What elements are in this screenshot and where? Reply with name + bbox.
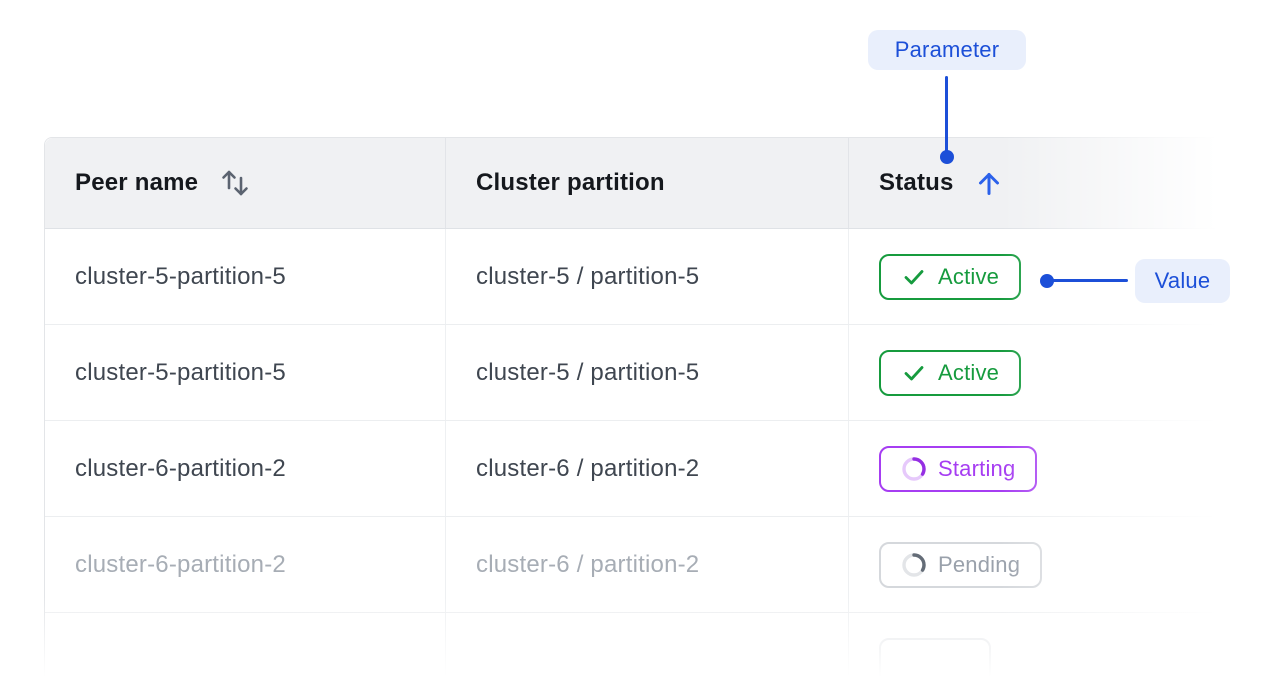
parameter-callout: Parameter [868, 30, 1026, 70]
cluster-partition-cell: cluster-5 / partition-5 [446, 325, 849, 420]
spinner-icon [901, 552, 927, 578]
check-icon [901, 264, 927, 290]
peer-name-cell: cluster-5-partition-5 [45, 325, 446, 420]
status-badge: Active [879, 349, 1022, 396]
parameter-callout-label: Parameter [894, 37, 1000, 62]
status-badge: Active [879, 253, 1022, 300]
value-connector-line [1050, 279, 1128, 282]
status-cell [849, 613, 1228, 688]
column-header-cluster-partition: Cluster partition [446, 138, 849, 228]
column-header-label: Peer name [75, 169, 199, 196]
table-row: cluster-6-partition-2 cluster-6 / partit… [45, 517, 1228, 613]
status-cell: Active [849, 229, 1228, 324]
status-cell: Active [849, 325, 1228, 420]
peer-name-cell: cluster-6-partition-2 [45, 421, 446, 516]
table-row [45, 613, 1228, 688]
parameter-connector-dot [940, 150, 954, 164]
table-row: cluster-5-partition-5 cluster-5 / partit… [45, 325, 1228, 421]
cluster-partition-cell: cluster-6 / partition-2 [446, 517, 849, 612]
value-callout-label: Value [1154, 268, 1211, 293]
sort-both-icon[interactable] [220, 166, 250, 200]
cluster-partition-cell [446, 613, 849, 688]
status-badge: Starting [879, 445, 1038, 492]
value-callout: Value [1135, 259, 1230, 303]
status-cell: Starting [849, 421, 1228, 516]
spinner-icon [901, 456, 927, 482]
cluster-partition-cell: cluster-6 / partition-2 [446, 421, 849, 516]
column-header-status[interactable]: Status [849, 138, 1228, 228]
table-header-row: Peer name Cluster partition Status [45, 138, 1228, 229]
check-icon [901, 360, 927, 386]
status-cell: Pending [849, 517, 1228, 612]
cluster-partition-cell: cluster-5 / partition-5 [446, 229, 849, 324]
table-body: cluster-5-partition-5 cluster-5 / partit… [45, 229, 1228, 688]
table-row: cluster-6-partition-2 cluster-6 / partit… [45, 421, 1228, 517]
peer-name-cell: cluster-6-partition-2 [45, 517, 446, 612]
peers-table: Peer name Cluster partition Status [44, 137, 1229, 688]
peer-name-cell [45, 613, 446, 688]
arrow-up-icon[interactable] [976, 169, 1002, 197]
parameter-connector-line [945, 76, 948, 152]
peer-name-cell: cluster-5-partition-5 [45, 229, 446, 324]
column-header-label: Status [879, 169, 954, 196]
status-badge: Pending [879, 541, 1043, 588]
column-header-peer-name[interactable]: Peer name [45, 138, 446, 228]
status-badge-partial [879, 637, 991, 684]
column-header-label: Cluster partition [476, 169, 665, 196]
